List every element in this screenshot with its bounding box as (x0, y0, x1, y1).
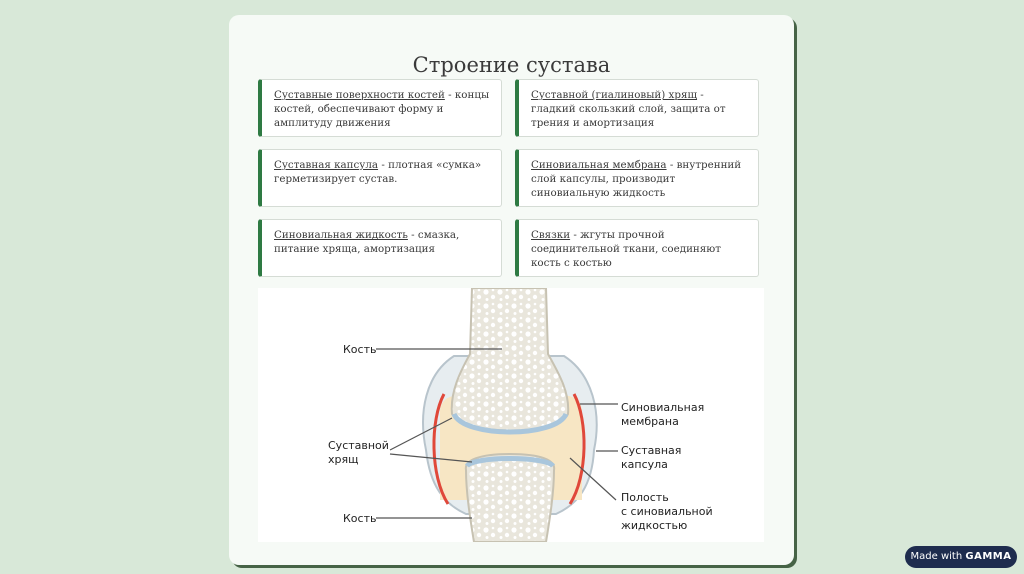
info-card-articular-surfaces: Суставные поверхности костей - концы кос… (258, 79, 502, 137)
label-cavity-line3: жидкостью (621, 519, 687, 532)
label-capsule-line2: капсула (621, 458, 668, 471)
info-card-cartilage: Суставной (гиалиновый) хрящ - гладкий ск… (515, 79, 759, 137)
card-term: Синовиальная мембрана (531, 159, 667, 171)
badge-brand: GAMMA (965, 551, 1011, 562)
card-term: Суставная капсула (274, 159, 378, 171)
info-card-capsule: Суставная капсула - плотная «сумка» герм… (258, 149, 502, 207)
card-term: Связки (531, 229, 570, 241)
made-with-gamma-badge[interactable]: Made with GAMMA (905, 546, 1017, 568)
info-card-ligaments: Связки - жгуты прочной соединительной тк… (515, 219, 759, 277)
info-card-synovial-membrane: Синовиальная мембрана - внутренний слой … (515, 149, 759, 207)
label-cartilage-line2: хрящ (328, 453, 358, 466)
page-title: Строение сустава (229, 53, 794, 77)
card-term: Суставной (гиалиновый) хрящ (531, 89, 697, 101)
badge-prefix: Made with (911, 551, 963, 562)
label-bone-top: Кость (343, 343, 376, 356)
label-cavity-line2: с синовиальной (621, 505, 713, 518)
label-membrane-line2: мембрана (621, 415, 679, 428)
upper-bone (452, 288, 568, 431)
label-cartilage-line1: Суставной (328, 439, 389, 452)
card-term: Суставные поверхности костей (274, 89, 445, 101)
label-bone-bottom: Кость (343, 512, 376, 525)
card-term: Синовиальная жидкость (274, 229, 408, 241)
lower-bone (466, 454, 554, 542)
label-capsule-line1: Суставная (621, 444, 681, 457)
joint-diagram: Кость Суставной хрящ Кость Синовиальная … (258, 288, 764, 542)
label-membrane-line1: Синовиальная (621, 401, 704, 414)
label-cavity-line1: Полость (621, 491, 669, 504)
info-card-synovial-fluid: Синовиальная жидкость - смазка, питание … (258, 219, 502, 277)
